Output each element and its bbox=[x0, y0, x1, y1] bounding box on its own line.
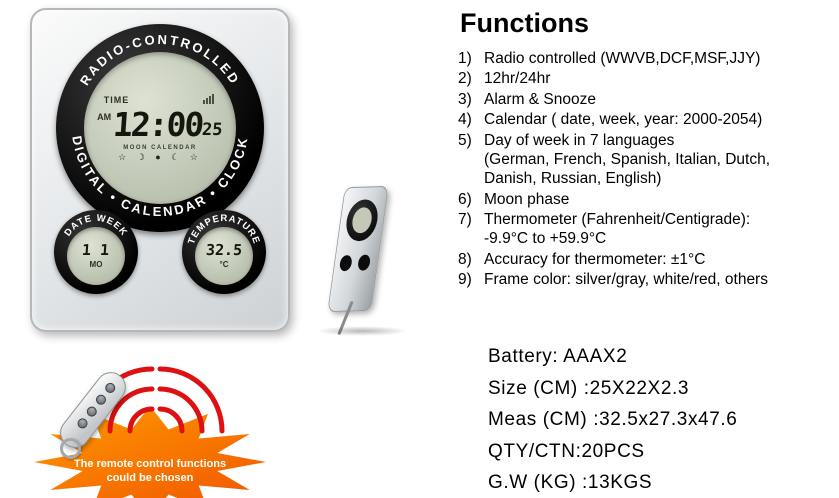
main-dial: TIME AM 12:00 25 MOON CALENDAR ☆ ☽ ● ☾ ☆ bbox=[56, 24, 264, 232]
function-text: Calendar ( date, week, year: 2000-2054) bbox=[484, 111, 763, 129]
function-text: Alarm & Snooze bbox=[484, 90, 596, 108]
function-number: 1) bbox=[458, 50, 472, 67]
function-number: 2) bbox=[458, 70, 472, 88]
moon-calendar-label: MOON CALENDAR bbox=[123, 144, 197, 151]
function-number: 3) bbox=[458, 90, 472, 108]
clock-side-face bbox=[327, 185, 389, 313]
function-item: 8) Accuracy for thermometer: ±1°C bbox=[458, 250, 834, 269]
function-item: 7) Thermometer (Fahrenheit/Centigrade): … bbox=[458, 210, 834, 249]
function-text: Thermometer (Fahrenheit/Centigrade): -9.… bbox=[484, 211, 751, 248]
remote-button bbox=[93, 392, 109, 407]
function-item: 4) Calendar ( date, week, year: 2000-205… bbox=[458, 110, 834, 129]
temperature-dial: 32.5 °C TEMPERATURE bbox=[182, 210, 266, 294]
side-main-dial bbox=[343, 199, 381, 242]
svg-text:DATE WEEK: DATE WEEK bbox=[62, 213, 129, 239]
function-number: 8) bbox=[458, 250, 472, 268]
dial-arc-text: RADIO-CONTROLLED DIGITAL • CALENDAR • CL… bbox=[69, 32, 250, 219]
temperature-arc: TEMPERATURE bbox=[186, 213, 262, 246]
function-number: 7) bbox=[458, 211, 472, 228]
function-item: 2) 12hr/24hr bbox=[458, 69, 834, 88]
temperature-lcd: 32.5 °C bbox=[195, 227, 253, 285]
weekday-value: MO bbox=[89, 260, 103, 269]
function-text: Moon phase bbox=[484, 190, 570, 208]
function-text: Radio controlled (WWVB,DCF,MSF,JJY) bbox=[484, 50, 761, 67]
remote-button bbox=[103, 380, 118, 395]
digital-calendar-clock-arc-label: DIGITAL • CALENDAR • CLOCK bbox=[69, 135, 248, 219]
function-item: 5) Day of week in 7 languages (German, F… bbox=[458, 131, 834, 189]
function-text: Accuracy for thermometer: ±1°C bbox=[484, 250, 706, 268]
remote-button bbox=[84, 404, 99, 419]
function-text: 12hr/24hr bbox=[484, 70, 551, 88]
date-week-arc-label: DATE WEEK bbox=[62, 213, 128, 239]
spec-line: Size (CM) :25X22X2.3 bbox=[488, 377, 690, 399]
am-indicator: AM bbox=[97, 111, 112, 122]
date-week-dial: 1 1 MO DATE WEEK bbox=[54, 210, 138, 294]
clock-shadow bbox=[316, 326, 408, 336]
spec-line: Battery: AAAX2 bbox=[488, 346, 628, 367]
temperature-arc-label: TEMPERATURE bbox=[186, 213, 261, 246]
function-number: 9) bbox=[458, 271, 472, 289]
lcd-display: TIME AM 12:00 25 MOON CALENDAR ☆ ☽ ● ☾ ☆ bbox=[84, 52, 236, 204]
function-text: Frame color: silver/gray, white/red, oth… bbox=[484, 271, 768, 289]
date-week-lcd: 1 1 MO bbox=[67, 227, 125, 285]
side-lcd bbox=[350, 207, 374, 234]
svg-text:RADIO-CONTROLLED: RADIO-CONTROLLED bbox=[77, 32, 243, 88]
function-item: 9) Frame color: silver/gray, white/red, … bbox=[458, 270, 834, 289]
spec-line: QTY/CTN:20PCS bbox=[488, 440, 645, 462]
keyring bbox=[60, 438, 81, 459]
side-date-dial bbox=[338, 255, 353, 272]
radio-controlled-arc-label: RADIO-CONTROLLED bbox=[77, 32, 241, 88]
date-week-arc: DATE WEEK bbox=[62, 213, 129, 239]
moon-phase-icons: ☆ ☽ ● ☾ ☆ bbox=[118, 151, 202, 162]
clock-side-photo bbox=[314, 184, 410, 336]
specs-section: Battery: AAAX2 Size (CM) :25X22X2.3 Meas… bbox=[488, 346, 737, 498]
function-text: Day of week in 7 languages (German, Fren… bbox=[484, 131, 771, 188]
function-item: 3) Alarm & Snooze bbox=[458, 90, 834, 109]
functions-section: Functions 1) Radio controlled (WWVB,DCF,… bbox=[458, 8, 834, 291]
side-temp-dial bbox=[357, 254, 372, 271]
remote-button bbox=[75, 416, 90, 431]
temperature-unit: °C bbox=[219, 260, 229, 269]
function-number: 6) bbox=[458, 190, 472, 208]
clock-front-photo: TIME AM 12:00 25 MOON CALENDAR ☆ ☽ ● ☾ ☆ bbox=[30, 8, 290, 332]
promo-text: The remote control functions could be ch… bbox=[73, 458, 227, 484]
spec-line: G.W (KG) :13KGS bbox=[488, 472, 653, 493]
function-number: 4) bbox=[458, 111, 472, 129]
function-item: 1) Radio controlled (WWVB,DCF,MSF,JJY) bbox=[458, 49, 834, 68]
function-item: 6) Moon phase bbox=[458, 190, 834, 209]
svg-text:TEMPERATURE: TEMPERATURE bbox=[186, 213, 262, 246]
spec-line: Meas (CM) :32.5x27.3x47.6 bbox=[488, 409, 738, 430]
radio-signal-icon bbox=[202, 93, 216, 107]
svg-text:DIGITAL • CALENDAR • CLOCK: DIGITAL • CALENDAR • CLOCK bbox=[69, 135, 250, 219]
functions-title: Functions bbox=[460, 8, 589, 38]
function-number: 5) bbox=[458, 131, 472, 149]
time-label: TIME bbox=[103, 95, 130, 105]
